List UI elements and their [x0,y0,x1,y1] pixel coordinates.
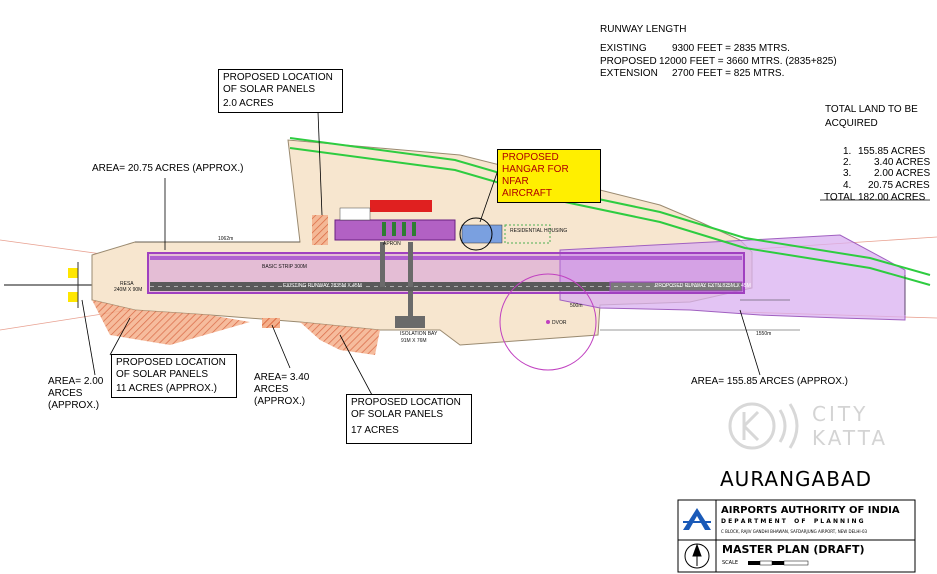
label-dim-1062: 1062m [218,236,234,242]
callout-solar-17: PROPOSED LOCATION OF SOLAR PANELS 17 ACR… [346,394,472,444]
callout-line: PROPOSED LOCATION [116,357,226,368]
link-taxiways [380,242,425,328]
solar-area-17-acres [300,322,380,355]
label-dim-1550: 1550m [756,331,772,337]
callout-line: AREA= 2.00 [48,376,104,387]
label-dvor: DVOR [552,320,567,326]
land-title-line1: TOTAL LAND TO BE [825,104,918,115]
label-apron: APRON [383,241,401,247]
scale-bar [748,560,809,566]
callout-line: ARCES [48,388,83,399]
aai-logo [683,508,711,530]
land-item-value: 20.75 ACRES [868,180,930,191]
dvor-circle [499,273,597,371]
callout-line: 17 ACRES [351,425,399,436]
land-item-num: 4. [843,180,852,191]
callout-solar-11: PROPOSED LOCATION OF SOLAR PANELS 11 ACR… [111,354,237,398]
callout-line: PROPOSED [502,152,559,163]
callout-line: (APPROX.) [48,400,100,411]
leader-lines [81,111,930,396]
residential-housing [504,224,551,244]
runway-row-label: PROPOSED [600,56,657,67]
dept-name: D E P A R T M E N T O F P L A N N I N G [721,518,864,525]
callout-area-2-00: AREA= 2.00 ARCES (APPROX.) [48,376,103,412]
parallel-taxiway [150,256,742,260]
label-residential: RESIDENTIAL HOUSING [510,228,568,234]
title-block-frame [677,499,916,573]
approach-light-line [4,262,92,308]
callout-line: ARCES [254,384,289,395]
callout-line: PROPOSED LOCATION [223,72,333,83]
land-total-label: TOTAL [824,192,856,203]
runway-row-label: EXTENSION [600,68,658,79]
callout-line: HANGAR FOR NFAR [502,164,569,187]
land-item-value: 155.85 ACRES [858,146,926,157]
callout-hangar: PROPOSED HANGAR FOR NFAR AIRCRAFT [497,149,601,203]
land-title-line2: ACQUIRED [825,118,878,129]
label-basic-strip: BASIC STRIP 300M [262,264,307,270]
north-arrow [684,543,710,569]
callout-solar-top: PROPOSED LOCATION OF SOLAR PANELS 2.0 AC… [218,69,343,113]
terminal-building [370,200,432,212]
hangar-circle [459,217,493,251]
apron-stands [382,222,416,236]
runway-length-title: RUNWAY LENGTH [600,24,687,35]
callout-line: AIRCRAFT [502,188,552,199]
land-item-num: 1. [843,146,852,157]
hangar-site [461,224,503,244]
solar-area-11-acres [92,300,250,345]
solar-area-3-4-acres [262,318,280,328]
dimension-lines [135,241,906,331]
label-isolation-bay: ISOLATION BAY [400,331,438,337]
label-existing-runway: EXISTING RUNWAY 2835M X 45M [283,283,362,289]
runway-row-value: 12000 FEET = 3660 MTRS. (2835+825) [659,56,837,67]
label-resa-dim: 240M X 90M [114,287,143,293]
callout-line: 11 ACRES (APPROX.) [116,383,217,394]
runway-row-value: 2700 FEET = 825 MTRS. [672,68,785,79]
callout-line: AREA= 3.40 [254,372,310,383]
label-isolation-bay-dim: 91M X 76M [401,338,427,344]
callout-line: OF SOLAR PANELS [223,84,316,95]
plan-title: MASTER PLAN (DRAFT) [722,543,865,556]
solar-area-2-acres [312,215,328,245]
label-dim-500: 500m [570,303,583,309]
dvor-point [546,320,550,324]
runway-row-label: EXISTING [600,43,647,54]
callout-area-3-40: AREA= 3.40 ARCES (APPROX.) [254,372,309,408]
land-item-num: 2. [843,157,852,168]
watermark-line1: CITY [812,402,869,426]
watermark-line2: KATTA [812,426,889,450]
land-item-value: 2.00 ACRES [874,168,931,179]
callout-line: 2.0 ACRES [223,98,274,109]
callout-area-20-75: AREA= 20.75 ACRES (APPROX.) [92,163,244,174]
scale-label: SCALE [722,560,739,566]
label-resa: RESA [120,281,134,287]
callout-line: (APPROX.) [254,396,306,407]
green-belt [289,137,931,286]
callout-line: OF SOLAR PANELS [351,409,444,420]
address: C BLOCK, RAJIV GANDHI BHAWAN, SAFDARJUNG… [721,529,868,534]
runway-row-value: 9300 FEET = 2835 MTRS. [672,43,790,54]
land-total-value: 182.00 ACRES [858,192,926,203]
city-title: AURANGABAD [720,467,873,491]
land-item-num: 3. [843,168,852,179]
label-proposed-runway: PROPOSED RUNWAY EXTN 825M X 45M [655,283,751,289]
citykatta-logo [728,402,799,450]
org-name: AIRPORTS AUTHORITY OF INDIA [721,505,900,516]
callout-line: PROPOSED LOCATION [351,397,461,408]
building-block [339,207,371,221]
callout-line: OF SOLAR PANELS [116,369,209,380]
callout-area-155-85: AREA= 155.85 ARCES (APPROX.) [691,376,849,387]
land-item-value: 3.40 ACRES [874,157,931,168]
